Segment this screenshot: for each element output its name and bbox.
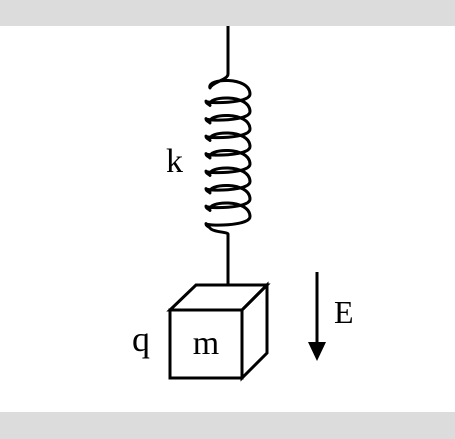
top-border-band	[0, 0, 455, 26]
mass-block	[166, 281, 271, 382]
mass-label: m	[193, 325, 219, 362]
electric-field-arrow	[308, 272, 326, 361]
bottom-border-band	[0, 412, 455, 439]
spring-constant-label: k	[166, 143, 183, 180]
field-label: E	[334, 294, 354, 330]
mass-block-side-face	[240, 281, 269, 382]
spring-coil-path	[204, 73, 252, 236]
charge-label: q	[132, 319, 150, 359]
spring-coils	[204, 73, 252, 236]
mass-block-front-face	[168, 308, 244, 380]
field-arrow-head	[308, 342, 326, 361]
